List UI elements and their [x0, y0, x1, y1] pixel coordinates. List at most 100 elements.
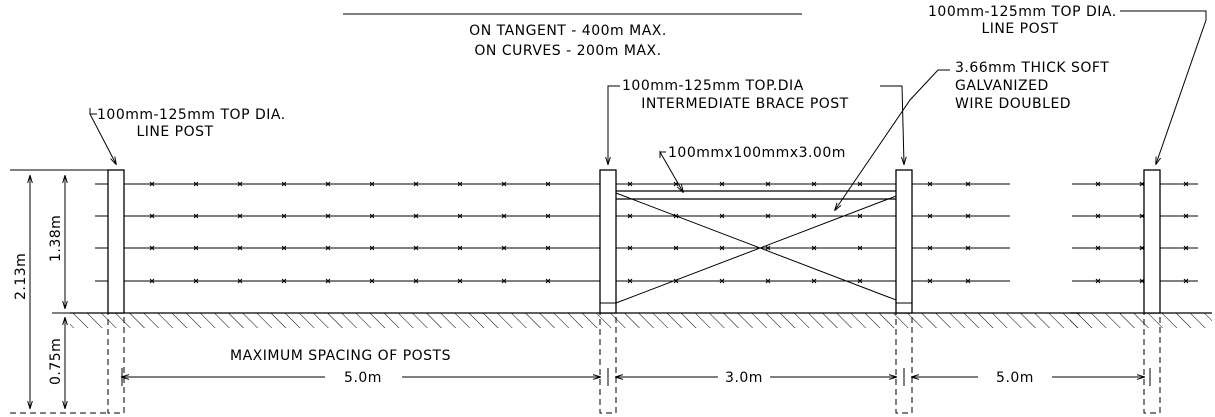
barb	[501, 181, 507, 187]
dim-above-ground: 1.38m	[48, 215, 64, 262]
barb	[369, 181, 375, 187]
dim-span-2: 3.0m	[725, 370, 763, 386]
barb	[965, 181, 971, 187]
barb	[193, 245, 199, 251]
barb	[719, 181, 725, 187]
barb	[281, 278, 287, 284]
dim-span-3: 5.0m	[996, 370, 1034, 386]
barb	[765, 181, 771, 187]
barb	[719, 278, 725, 284]
barb	[237, 181, 243, 187]
barb	[413, 181, 419, 187]
barb	[857, 181, 863, 187]
note-tangent: ON TANGENT - 400m MAX.	[469, 23, 667, 39]
callout-brace-post-2: INTERMEDIATE BRACE POST	[641, 96, 848, 112]
barb	[281, 181, 287, 187]
barb	[545, 213, 551, 219]
dim-span-1: 5.0m	[344, 370, 382, 386]
dim-below-ground: 0.75m	[48, 338, 64, 385]
barb	[857, 213, 863, 219]
barb	[1183, 278, 1189, 284]
barb	[413, 245, 419, 251]
barb	[1139, 245, 1145, 251]
barb	[811, 181, 817, 187]
barb	[193, 278, 199, 284]
barbed-wires	[95, 183, 1198, 282]
barb	[325, 245, 331, 251]
barb	[965, 245, 971, 251]
barb	[457, 213, 463, 219]
callout-line-post-right: 100mm-125mm TOP DIA.	[928, 4, 1117, 20]
barb	[927, 245, 933, 251]
line-post-right	[1143, 169, 1161, 414]
barb	[811, 245, 817, 251]
barb	[811, 278, 817, 284]
barb	[369, 213, 375, 219]
barb	[457, 181, 463, 187]
barb	[927, 213, 933, 219]
ground-line	[70, 312, 1212, 328]
callout-line-post-right-2: LINE POST	[981, 21, 1058, 37]
barb	[857, 245, 863, 251]
barb	[501, 278, 507, 284]
barb	[811, 213, 817, 219]
callout-brace-bar: 100mmx100mmx3.00m	[668, 145, 846, 161]
barb	[149, 181, 155, 187]
barb	[1183, 245, 1189, 251]
brace-post-right	[895, 169, 913, 414]
barb	[765, 245, 771, 251]
barb	[325, 181, 331, 187]
barb	[237, 213, 243, 219]
barb	[457, 278, 463, 284]
callout-line-post-left: 100mm-125mm TOP DIA.	[97, 107, 286, 123]
barb	[369, 245, 375, 251]
barb	[149, 213, 155, 219]
callout-brace-post: 100mm-125mm TOP.DIA	[622, 78, 804, 94]
brace-post-left	[599, 169, 617, 414]
barb	[765, 278, 771, 284]
brace-assembly	[611, 190, 913, 304]
barb	[627, 278, 633, 284]
barb	[325, 213, 331, 219]
barb	[149, 278, 155, 284]
barb	[193, 181, 199, 187]
barb	[927, 181, 933, 187]
barb	[965, 278, 971, 284]
barb	[457, 245, 463, 251]
callout-wire: 3.66mm THICK SOFT	[955, 60, 1109, 76]
barb	[765, 213, 771, 219]
barb	[627, 213, 633, 219]
barb	[927, 278, 933, 284]
horizontal-dimensions	[122, 368, 1151, 386]
barb	[281, 245, 287, 251]
barb	[1095, 181, 1101, 187]
barb	[857, 278, 863, 284]
vertical-dimensions	[10, 169, 108, 414]
barb	[545, 181, 551, 187]
barb	[719, 245, 725, 251]
barb	[413, 278, 419, 284]
barb	[501, 245, 507, 251]
barb	[627, 245, 633, 251]
note-curves: ON CURVES - 200m MAX.	[474, 43, 661, 59]
barb	[1139, 213, 1145, 219]
barb	[1183, 181, 1189, 187]
callout-wire-2: GALVANIZED	[955, 78, 1049, 94]
barb	[719, 213, 725, 219]
barb	[149, 245, 155, 251]
barb	[1095, 278, 1101, 284]
barb	[627, 181, 633, 187]
barb	[237, 278, 243, 284]
barb	[413, 213, 419, 219]
barb	[1139, 278, 1145, 284]
barb	[1183, 213, 1189, 219]
callout-wire-3: WIRE DOUBLED	[955, 96, 1071, 112]
dim-total-height: 2.13m	[13, 253, 29, 300]
barb	[281, 213, 287, 219]
wire-barbs	[149, 181, 1189, 284]
barb	[1139, 181, 1145, 187]
callout-line-post-left-2: LINE POST	[136, 124, 213, 140]
barb	[1095, 213, 1101, 219]
line-post-left	[107, 169, 125, 414]
barb	[545, 278, 551, 284]
